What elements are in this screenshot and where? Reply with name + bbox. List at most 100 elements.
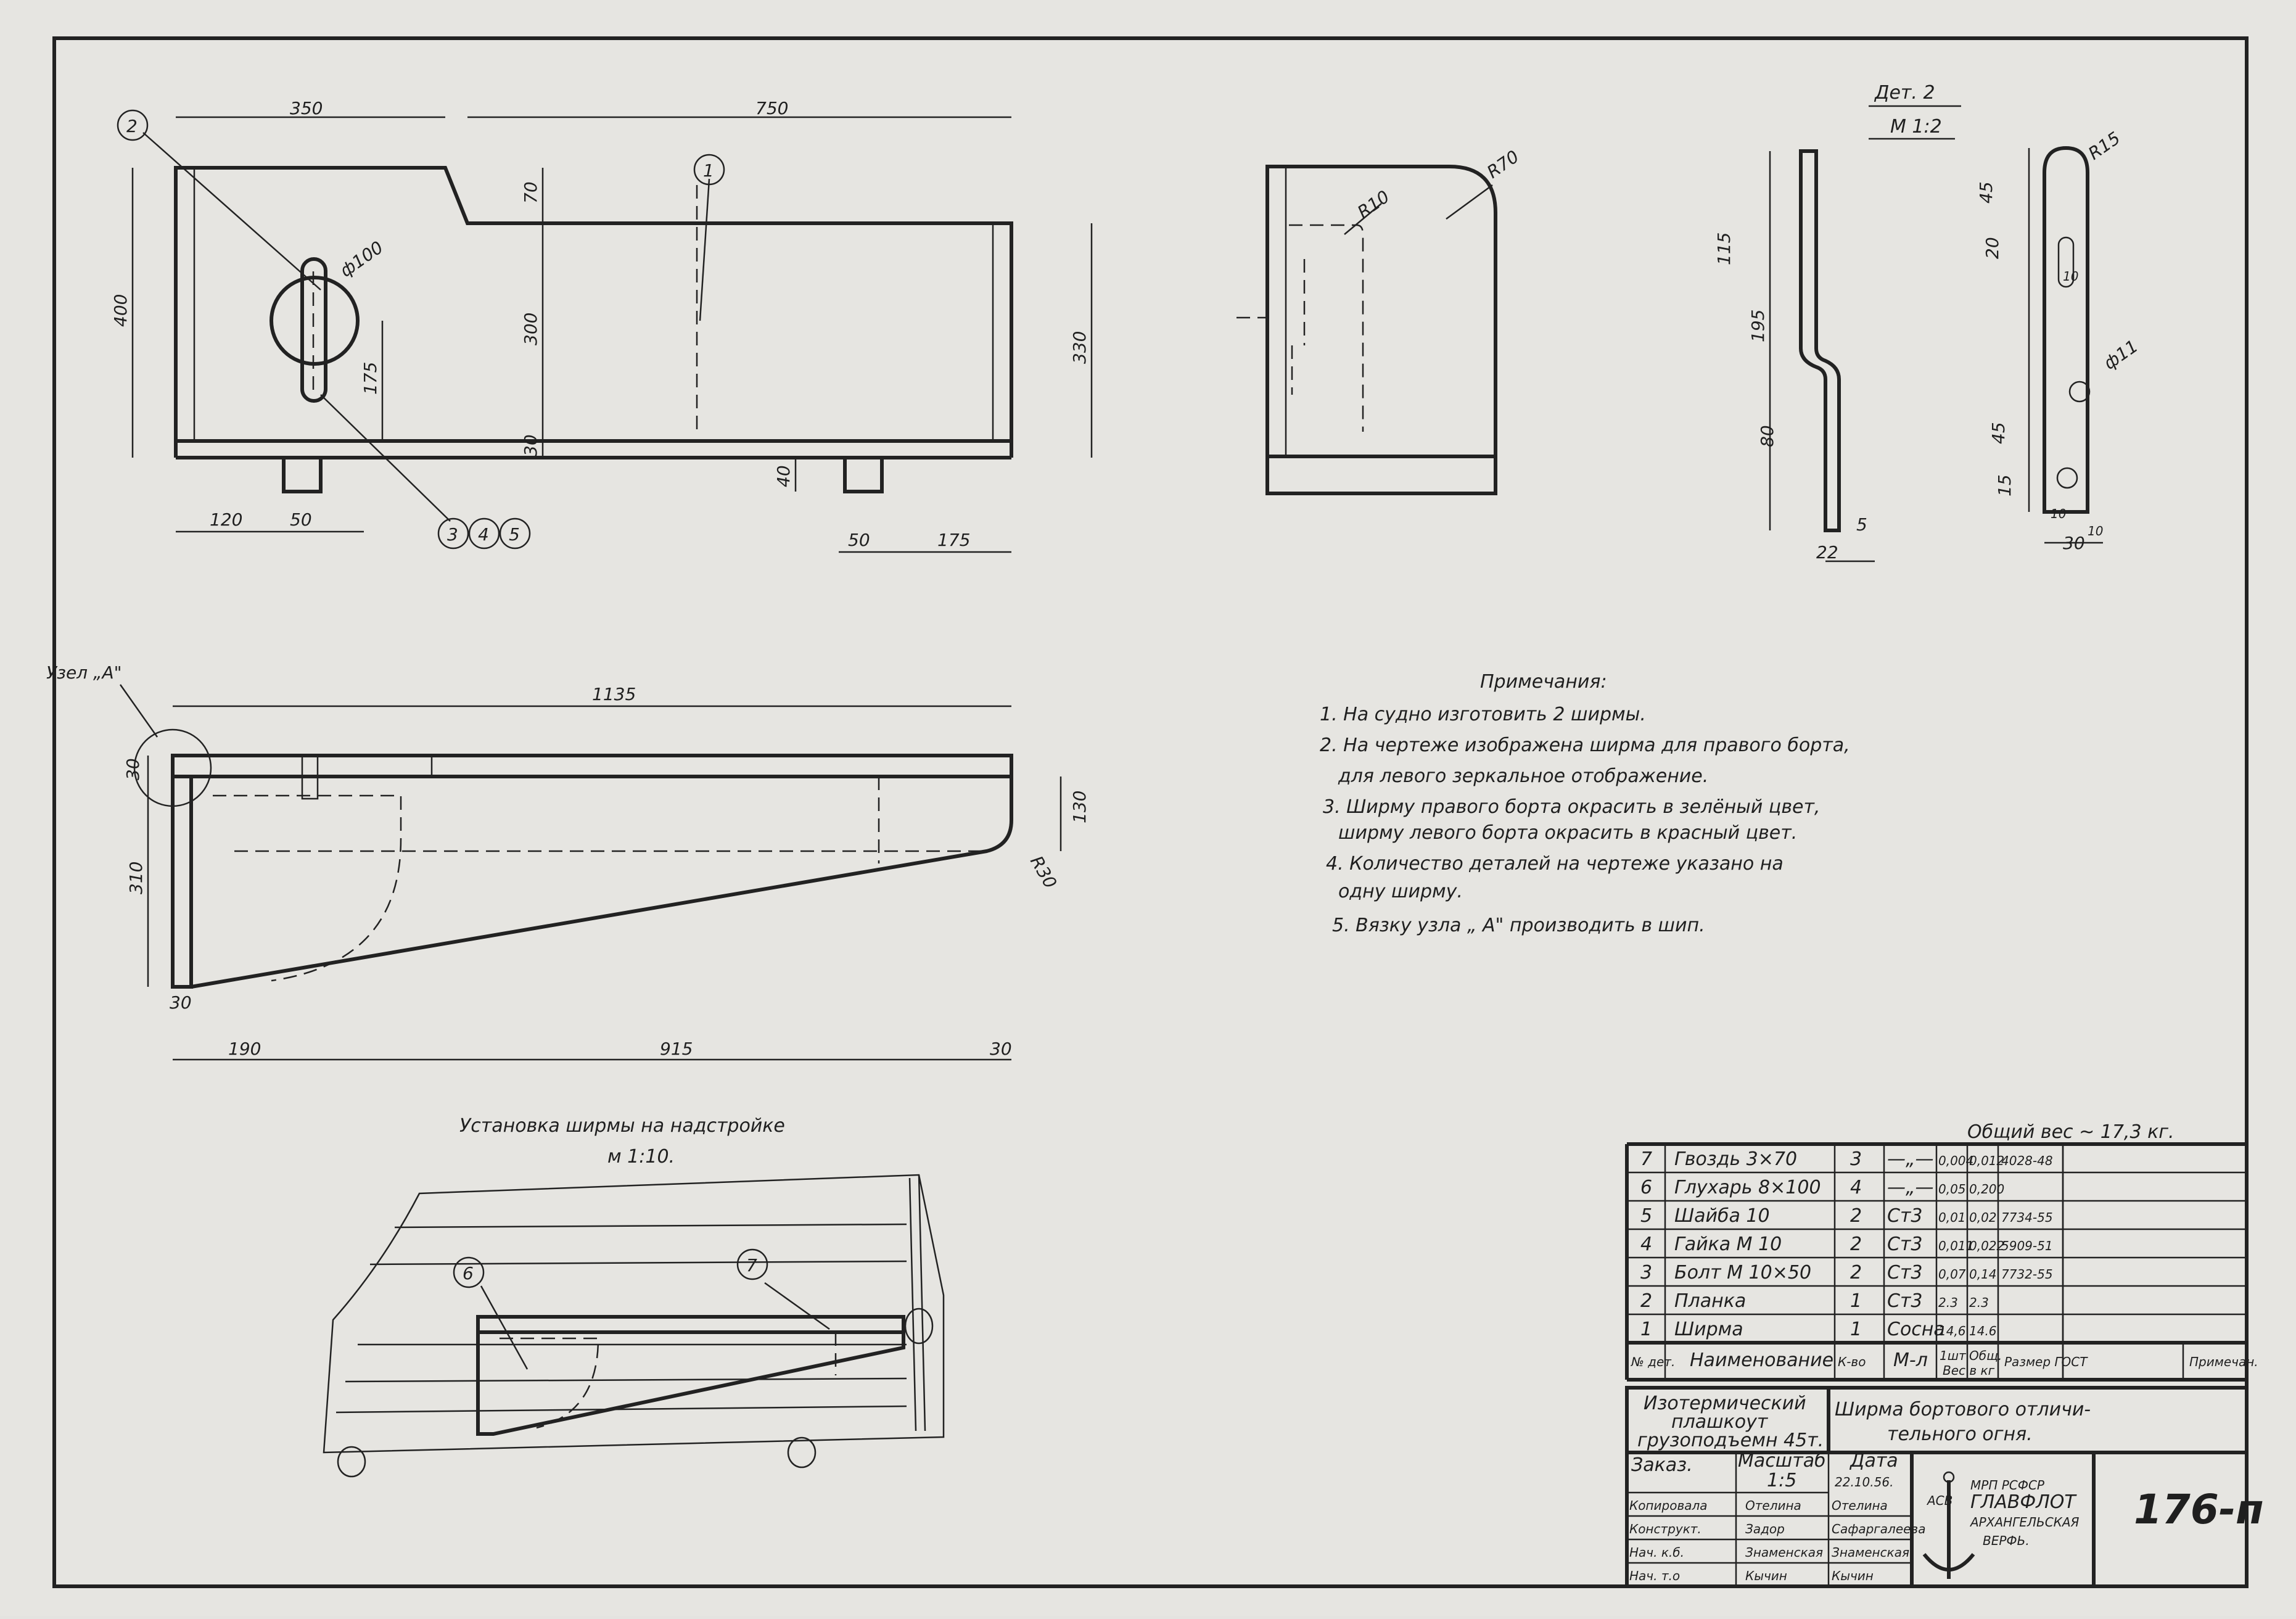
svg-text:915: 915: [660, 1039, 693, 1059]
svg-text:6: 6: [463, 1263, 474, 1283]
svg-text:Знаменская: Знаменская: [1832, 1545, 1909, 1560]
bottom-top-rail: [171, 754, 1013, 778]
svg-text:2: 2: [126, 116, 138, 136]
dim-50b: 50: [848, 530, 870, 550]
installation-view: Установка ширмы на надстройке м 1:10. 6 …: [323, 1115, 945, 1478]
det2-scale: М 1:2: [1890, 116, 1942, 138]
table-cell-qty: 2: [1850, 1262, 1862, 1283]
table-cell-material: Сосна: [1887, 1319, 1945, 1340]
svg-text:Отелина: Отелина: [1832, 1498, 1888, 1513]
svg-text:30: 30: [170, 992, 192, 1013]
dim-330: 330: [1069, 331, 1090, 364]
table-cell-name: Гайка М 10: [1674, 1234, 1782, 1255]
svg-text:АСВ: АСВ: [1926, 1493, 1952, 1508]
table-cell-name: Ширма: [1674, 1319, 1743, 1340]
dim-300: 300: [521, 313, 541, 345]
notes: Примечания: 1. На судно изготовить 2 шир…: [1320, 671, 1850, 936]
det2-slot: [2057, 236, 2075, 288]
table-cell-no: 6: [1640, 1177, 1652, 1198]
svg-text:10: 10: [2063, 269, 2078, 284]
svg-text:Задор: Задор: [1745, 1522, 1785, 1536]
table-cell-material: —„—: [1887, 1148, 1934, 1170]
balloon-6: [453, 1256, 485, 1288]
svg-text:45: 45: [1976, 181, 1996, 204]
svg-text:Дата: Дата: [1849, 1450, 1898, 1472]
table-cell-no: 1: [1640, 1319, 1652, 1340]
table-cell-name: Шайба 10: [1674, 1205, 1770, 1227]
table-cell-no: 2: [1640, 1290, 1652, 1312]
table-cell-weight-total: 2.3: [1969, 1295, 1989, 1310]
table-cell-no: 5: [1640, 1205, 1652, 1227]
table-cell-material: Ст3: [1887, 1234, 1923, 1255]
table-cell-weight-unit: 0,011: [1938, 1238, 1973, 1253]
table-cell-weight-total: 0,022: [1969, 1238, 2004, 1253]
det2-hole-1: [2068, 381, 2091, 403]
table-cell-gost: 5909-51: [2001, 1238, 2053, 1253]
svg-text:310: 310: [126, 862, 146, 894]
svg-text:190: 190: [228, 1039, 261, 1059]
table-header-material: М-л: [1893, 1349, 1928, 1371]
svg-text:Заказ.: Заказ.: [1631, 1454, 1693, 1476]
table-cell-qty: 1: [1850, 1290, 1862, 1312]
svg-text:30: 30: [990, 1039, 1012, 1059]
svg-text:130: 130: [1069, 791, 1090, 823]
svg-text:115: 115: [1714, 233, 1734, 265]
table-header-name: Наименование: [1690, 1349, 1833, 1371]
table-cell-material: Ст3: [1887, 1290, 1923, 1312]
table-cell-weight-unit: 0,07: [1938, 1267, 1966, 1282]
svg-text:3: 3: [447, 524, 458, 545]
installation-scale: м 1:10.: [607, 1146, 675, 1168]
svg-text:МРП РСФСР: МРП РСФСР: [1970, 1478, 2045, 1493]
table-cell-weight-total: 0,012: [1969, 1153, 2004, 1168]
svg-text:10: 10: [2051, 506, 2066, 521]
svg-text:10: 10: [2088, 524, 2103, 538]
leg-left: [282, 456, 323, 493]
table-cell-gost: 7732-55: [2001, 1267, 2053, 1282]
svg-text:грузоподъемн 45т.: грузоподъемн 45т.: [1637, 1430, 1824, 1451]
drawing-number: 176-п: [2134, 1486, 2264, 1533]
bottom-diagonal: [191, 777, 1013, 989]
total-weight: Общий вес ~ 17,3 кг.: [1967, 1121, 2175, 1143]
table-cell-weight-total: 14.6: [1969, 1324, 1997, 1338]
dim-400: 400: [110, 294, 131, 327]
svg-text:Кычин: Кычин: [1745, 1568, 1787, 1583]
table-cell-weight-unit: 2.3: [1938, 1295, 1958, 1310]
svg-text:ВЕРФЬ.: ВЕРФЬ.: [1983, 1533, 2030, 1548]
svg-text:Изотермический: Изотермический: [1644, 1393, 1806, 1414]
svg-text:1135: 1135: [592, 684, 636, 704]
svg-text:ширму левого борта окрасить: ширму левого борта окрасить в красный цв…: [1338, 822, 1797, 844]
table-cell-name: Глухарь 8×100: [1674, 1177, 1821, 1198]
balloon-2: [117, 109, 149, 141]
leg-right: [843, 456, 884, 493]
table-cell-material: Ст3: [1887, 1262, 1923, 1283]
drawing-frame: [52, 36, 2249, 1588]
table-header-weight: Вес в кг: [1943, 1363, 1995, 1378]
table-cell-weight-unit: 0,01: [1938, 1210, 1966, 1225]
side-outline: [1265, 165, 1497, 495]
table-cell-no: 7: [1640, 1148, 1652, 1170]
node-a-circle: [133, 728, 212, 807]
table-header-weight-unit: 1шт: [1940, 1348, 1967, 1363]
svg-text:4. Количество деталей на чер: 4. Количество деталей на чертеже указано…: [1326, 853, 1784, 875]
svg-text:Конструкт.: Конструкт.: [1629, 1522, 1701, 1536]
drawing-name: Ширма бортового отличи-: [1835, 1399, 2091, 1420]
svg-text:4: 4: [478, 524, 489, 545]
table-cell-weight-total: 0,14: [1969, 1267, 1997, 1282]
table-header-weight-total: Общ.: [1969, 1348, 2002, 1363]
svg-text:Кычин: Кычин: [1832, 1568, 1874, 1583]
table-cell-weight-unit: 0,05: [1938, 1182, 1966, 1197]
table-cell-qty: 4: [1850, 1177, 1862, 1198]
screen-top: [476, 1315, 905, 1334]
svg-text:Масштаб: Масштаб: [1738, 1450, 1826, 1472]
dim-350: 350: [290, 98, 323, 118]
svg-text:15: 15: [1994, 474, 2015, 496]
svg-text:Знаменская: Знаменская: [1745, 1545, 1823, 1560]
svg-text:30: 30: [123, 758, 143, 780]
svg-text:5: 5: [1856, 514, 1867, 535]
svg-text:80: 80: [1757, 425, 1777, 447]
table-cell-gost: 4028-48: [2001, 1153, 2053, 1168]
table-header-size: Размер ГОСТ: [2004, 1354, 2088, 1369]
svg-text:1: 1: [703, 160, 714, 181]
det2-profile: [1799, 149, 1841, 532]
